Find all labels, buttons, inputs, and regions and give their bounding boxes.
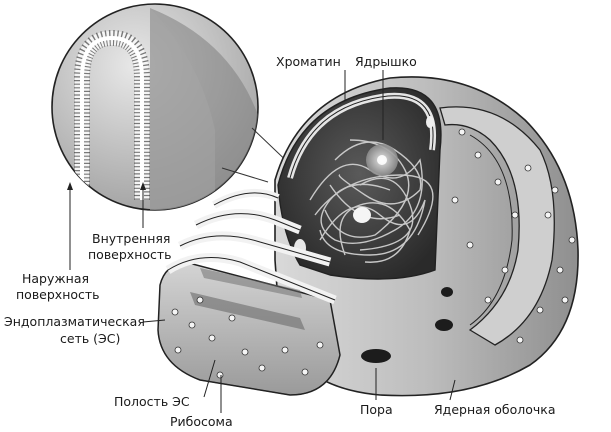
endoplasmic-reticulum (157, 188, 341, 396)
nuclear-pores (294, 116, 453, 363)
label-er-2: сеть (ЭС) (60, 331, 121, 346)
label-outer-surface-2: поверхность (16, 287, 100, 302)
nuclear-envelope (274, 76, 579, 397)
label-inner-surface-2: поверхность (88, 247, 172, 262)
label-ribosome: Рибосома (170, 414, 233, 429)
ribosomes (171, 128, 576, 379)
label-er-1: Эндоплазматическая (4, 314, 145, 329)
leader-lines (69, 70, 456, 413)
label-outer-surface-1: Наружная (22, 271, 90, 286)
label-inner-surface-1: Внутренняя (92, 231, 171, 246)
label-chromatin: Хроматин (276, 54, 341, 69)
label-er-cavity: Полость ЭС (114, 394, 190, 409)
label-nuclear-envelope: Ядерная оболочка (434, 402, 556, 417)
magnified-membrane-view (51, 3, 259, 211)
label-pore: Пора (360, 402, 393, 417)
label-nucleolus: Ядрышко (355, 54, 417, 69)
